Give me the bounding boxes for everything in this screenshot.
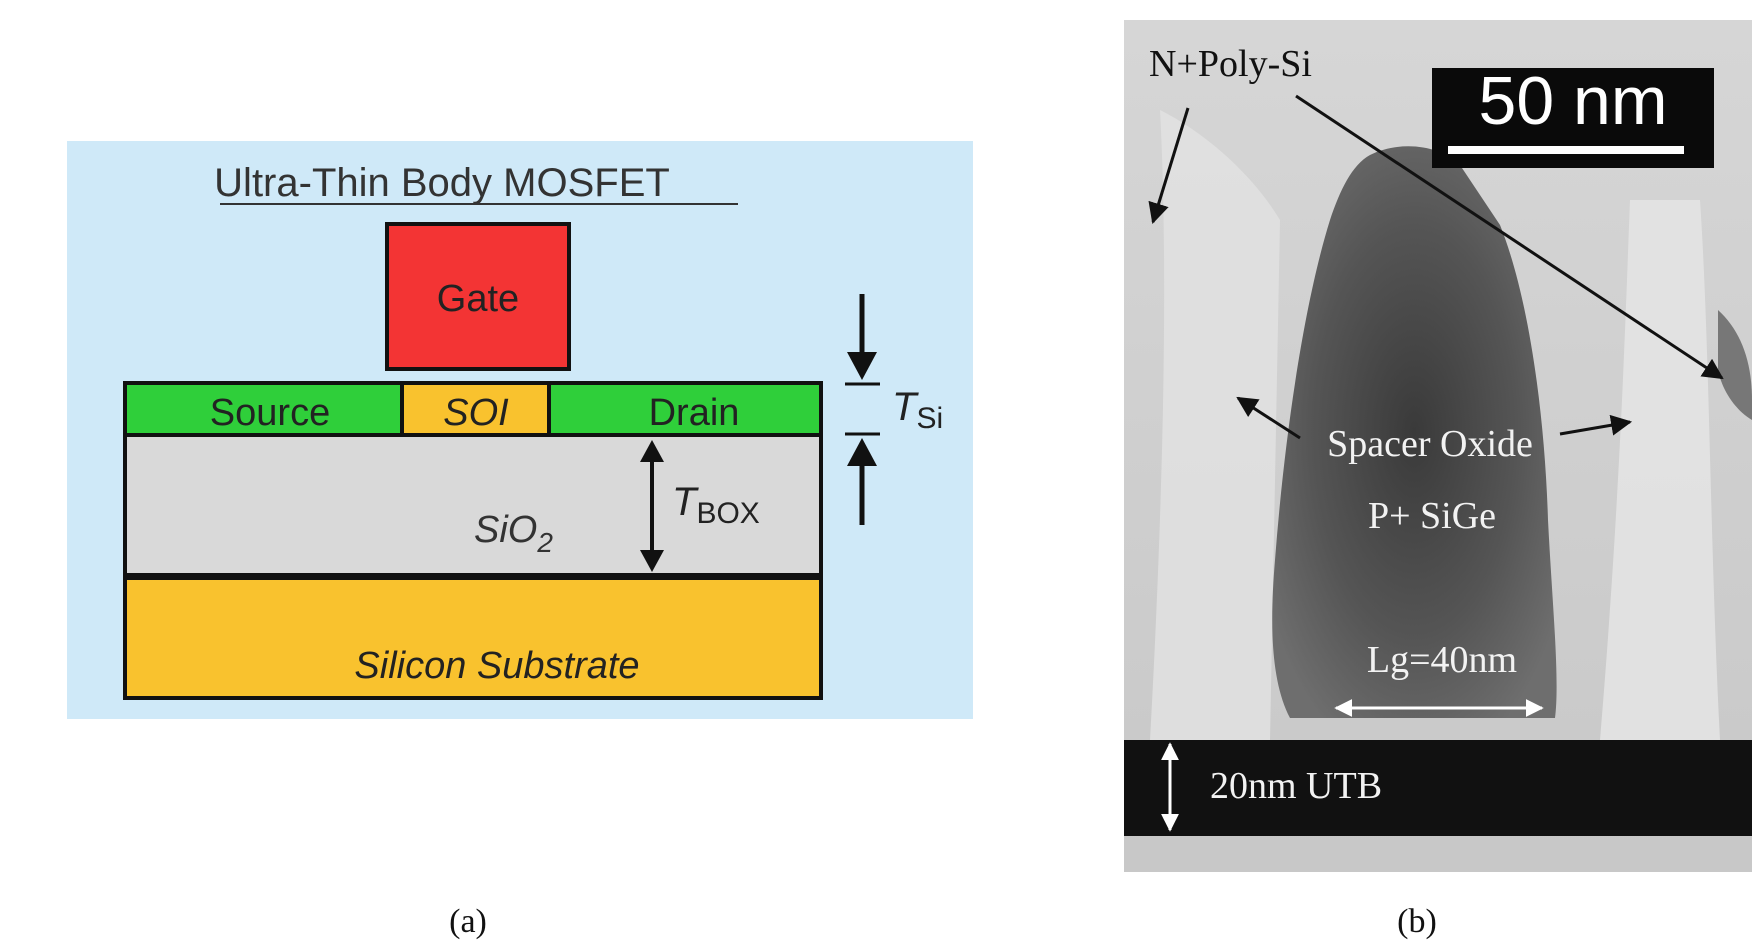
panel-a-title: Ultra-Thin Body MOSFET — [214, 161, 670, 205]
spacer-oxide-label: Spacer Oxide — [1327, 423, 1533, 465]
oxide-label-sub: 2 — [536, 527, 553, 558]
tbox-label-sub: BOX — [696, 497, 759, 530]
tsi-label-base: T — [892, 385, 919, 429]
panel-a-caption: (a) — [449, 903, 487, 940]
tsi-label-sub: Si — [916, 402, 943, 435]
tbox-label: TBOX — [672, 480, 760, 530]
panel-b-caption: (b) — [1397, 903, 1437, 940]
right-spacer-region — [1600, 200, 1720, 740]
oxide-label-base: SiO — [474, 509, 537, 551]
spacer-arrow-left — [1236, 396, 1301, 440]
source-label: Source — [210, 392, 330, 434]
p-sige-label: P+ SiGe — [1368, 495, 1496, 537]
spacer-arrow-right — [1559, 414, 1633, 436]
substrate-label: Silicon Substrate — [354, 645, 639, 687]
scale-bar-line — [1448, 146, 1684, 154]
gate-stack-blob — [1272, 146, 1557, 719]
utb-band — [1124, 740, 1752, 836]
gate-length-label: Lg=40nm — [1367, 639, 1517, 681]
panel-a-schematic: Ultra-Thin Body MOSFET Gate Source SOI D… — [67, 141, 973, 940]
soi-region — [400, 381, 551, 437]
utb-label: 20nm UTB — [1210, 765, 1382, 807]
gate-block — [385, 222, 571, 371]
n-poly-si-label: N+Poly-Si — [1149, 43, 1312, 85]
tsi-label: TSi — [892, 385, 943, 435]
right-edge-region — [1718, 310, 1752, 420]
drain-label: Drain — [649, 392, 740, 434]
panel-b-tem-image: 50 nm N+Poly-Si Spacer Oxide P+ SiGe Lg=… — [1124, 20, 1752, 940]
buried-oxide-layer — [123, 433, 823, 577]
soi-label: SOI — [443, 392, 509, 434]
n-poly-si-arrow-left — [1148, 107, 1190, 225]
silicon-substrate-layer — [123, 576, 823, 700]
tsi-dimension-arrows — [845, 294, 880, 525]
n-poly-si-arrow-right — [1295, 94, 1724, 380]
tbox-label-base: T — [672, 480, 699, 524]
gate-label: Gate — [437, 278, 519, 320]
scale-bar-label: 50 nm — [1479, 63, 1668, 139]
tbox-dimension-arrow — [640, 440, 664, 572]
left-spacer-region — [1150, 110, 1280, 740]
oxide-label: SiO2 — [474, 509, 553, 558]
